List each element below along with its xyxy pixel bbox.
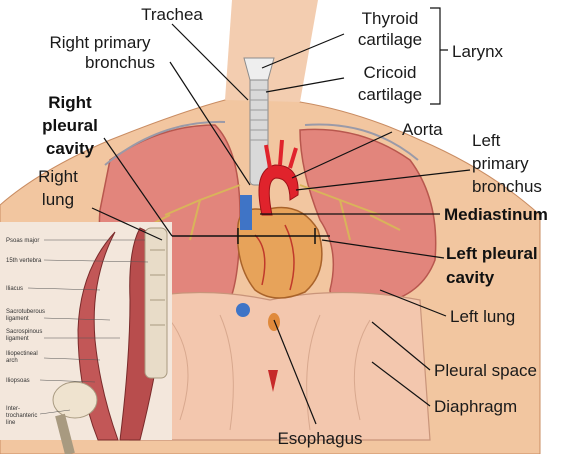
vena-cava (240, 195, 252, 230)
label-esophagus: Esophagus (277, 429, 362, 448)
inset-label-iliacus: Iliacus (6, 286, 23, 292)
label-thyroid-cartilage-line1: Thyroid (362, 9, 419, 28)
heart-vessels (254, 224, 295, 291)
inset-label-intertrochanteric-2: trochanteric (6, 413, 37, 419)
label-right-pleural-cavity-line1: Right (48, 93, 92, 112)
aorta-branches (264, 139, 298, 169)
label-trachea: Trachea (141, 5, 203, 24)
leader-lines (91, 23, 471, 425)
label-left-lung: Left lung (450, 307, 515, 326)
label-diaphragm: Diaphragm (434, 397, 517, 416)
inset-label-sacrospinous-2: ligament (6, 336, 29, 342)
neck (225, 0, 318, 102)
inset-label-sacrotuberous-1: Sacrotuberous (6, 309, 45, 315)
aorta-arch (258, 164, 299, 216)
label-left-primary-bronchus-line3: bronchus (472, 177, 542, 196)
diaphragm-fibers (169, 314, 371, 431)
esophagus-opening (268, 313, 280, 331)
inset-label-psoas-major: Psoas major (6, 238, 39, 244)
label-pleural-space: Pleural space (434, 361, 537, 380)
label-right-lung-line2: lung (42, 190, 74, 209)
inset-label-intertrochanteric-1: Inter- (6, 406, 20, 412)
aortic-opening (268, 370, 278, 392)
trachea-shape (249, 69, 269, 186)
inset-label-iliopectineal-1: Iliopectineal (6, 351, 38, 357)
inset-label-vertebra: 15th vertebra (6, 258, 42, 264)
inset-label-iliopsoas: Iliopsoas (6, 378, 30, 384)
label-larynx: Larynx (452, 42, 504, 61)
label-left-pleural-cavity-line1: Left pleural (446, 244, 538, 263)
label-left-primary-bronchus-line2: primary (472, 154, 529, 173)
pleural-lining (104, 120, 419, 166)
label-right-lung-line1: Right (38, 167, 78, 186)
label-cricoid-cartilage-line1: Cricoid (364, 63, 417, 82)
label-right-primary-bronchus-line1: Right primary (49, 33, 151, 52)
vessel-opening-blue (236, 303, 250, 317)
label-right-pleural-cavity-line3: cavity (46, 139, 95, 158)
mediastinum-bracket (170, 228, 330, 244)
psoas-inset: Psoas major 15th vertebra Iliacus Sacrot… (0, 222, 172, 454)
diaphragm-shape (129, 291, 431, 441)
label-aorta: Aorta (402, 120, 443, 139)
label-thyroid-cartilage-line2: cartilage (358, 30, 422, 49)
inset-label-sacrospinous-1: Sacrospinous (6, 329, 42, 335)
inset-label-sacrotuberous-2: ligament (6, 316, 29, 322)
label-left-pleural-cavity-line2: cavity (446, 268, 495, 287)
thyroid-cartilage-shape (243, 57, 275, 81)
inset-label-iliopectineal-2: arch (6, 358, 18, 364)
larynx-bracket (430, 7, 448, 105)
inset-label-intertrochanteric-3: line (6, 420, 16, 426)
label-mediastinum: Mediastinum (444, 205, 548, 224)
label-right-primary-bronchus-line2: bronchus (85, 53, 155, 72)
label-left-primary-bronchus-line1: Left (472, 131, 501, 150)
label-cricoid-cartilage-line2: cartilage (358, 85, 422, 104)
label-right-pleural-cavity-line2: pleural (42, 116, 98, 135)
